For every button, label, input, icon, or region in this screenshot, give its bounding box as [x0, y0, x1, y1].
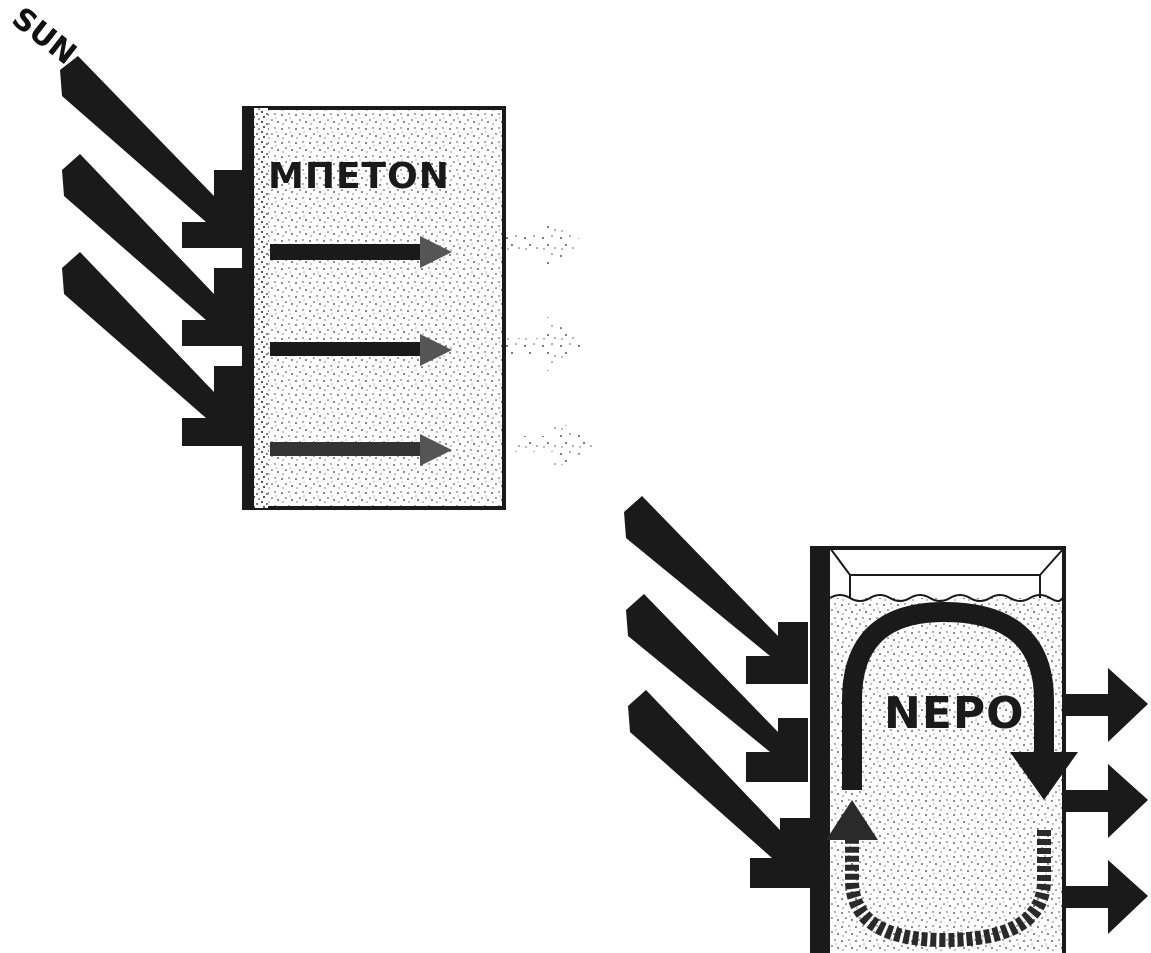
sun-rays-water	[624, 496, 812, 888]
water-label: ΝΕΡΟ	[884, 688, 1025, 739]
right-arrow-icon	[1066, 860, 1148, 934]
right-arrow-icon	[1066, 668, 1148, 742]
sun-rays-concrete	[60, 56, 244, 446]
right-arrow-icon	[506, 216, 584, 268]
sun-label: SUN	[5, 1, 83, 72]
right-arrow-icon	[506, 316, 584, 372]
concrete-label: ΜΠΕΤΟΝ	[268, 156, 450, 197]
right-arrow-icon	[514, 418, 596, 470]
heat-out-concrete	[506, 216, 596, 470]
diagonal-arrow-icon	[624, 496, 808, 684]
right-arrow-icon	[1066, 764, 1148, 838]
heat-out-water	[1066, 668, 1148, 934]
diagonal-arrow-icon	[60, 56, 244, 248]
